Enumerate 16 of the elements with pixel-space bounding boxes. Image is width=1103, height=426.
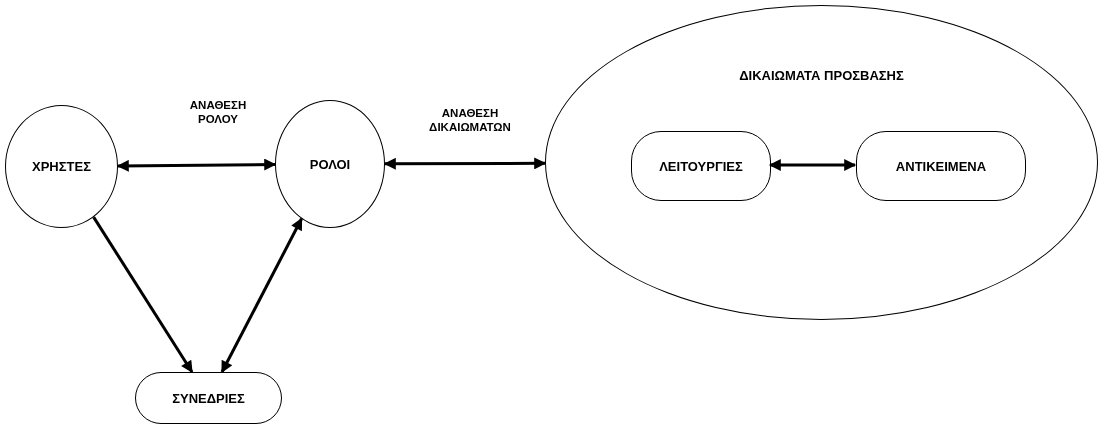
node-label: ΔΙΚΑΙΩΜΑΤΑ ΠΡΟΣΒΑΣΗΣ bbox=[739, 68, 904, 83]
node-label: ΣΥΝΕΔΡΙΕΣ bbox=[172, 390, 245, 406]
arrow bbox=[768, 159, 857, 171]
rounded-node bbox=[631, 131, 771, 201]
node-label: ΡΟΛΟΙ bbox=[309, 156, 351, 172]
arrow bbox=[116, 158, 277, 172]
edge-label: ΑΝΑΘΕΣΗ ΔΙΚΑΙΩΜΑΤΩΝ bbox=[428, 105, 512, 135]
arrow bbox=[92, 216, 194, 373]
arrow bbox=[383, 157, 547, 170]
arrow bbox=[220, 217, 303, 374]
edge-label: ΑΝΑΘΕΣΗ ΡΟΛΟΥ bbox=[188, 97, 248, 127]
rounded-node bbox=[135, 372, 282, 424]
node-label: ΛΕΙΤΟΥΡΓΙΕΣ bbox=[659, 158, 743, 174]
node-label: ΑΝΤΙΚΕΙΜΕΝΑ bbox=[895, 158, 987, 174]
node-label: ΧΡΗΣΤΕΣ bbox=[32, 159, 91, 174]
rounded-node bbox=[856, 131, 1026, 201]
